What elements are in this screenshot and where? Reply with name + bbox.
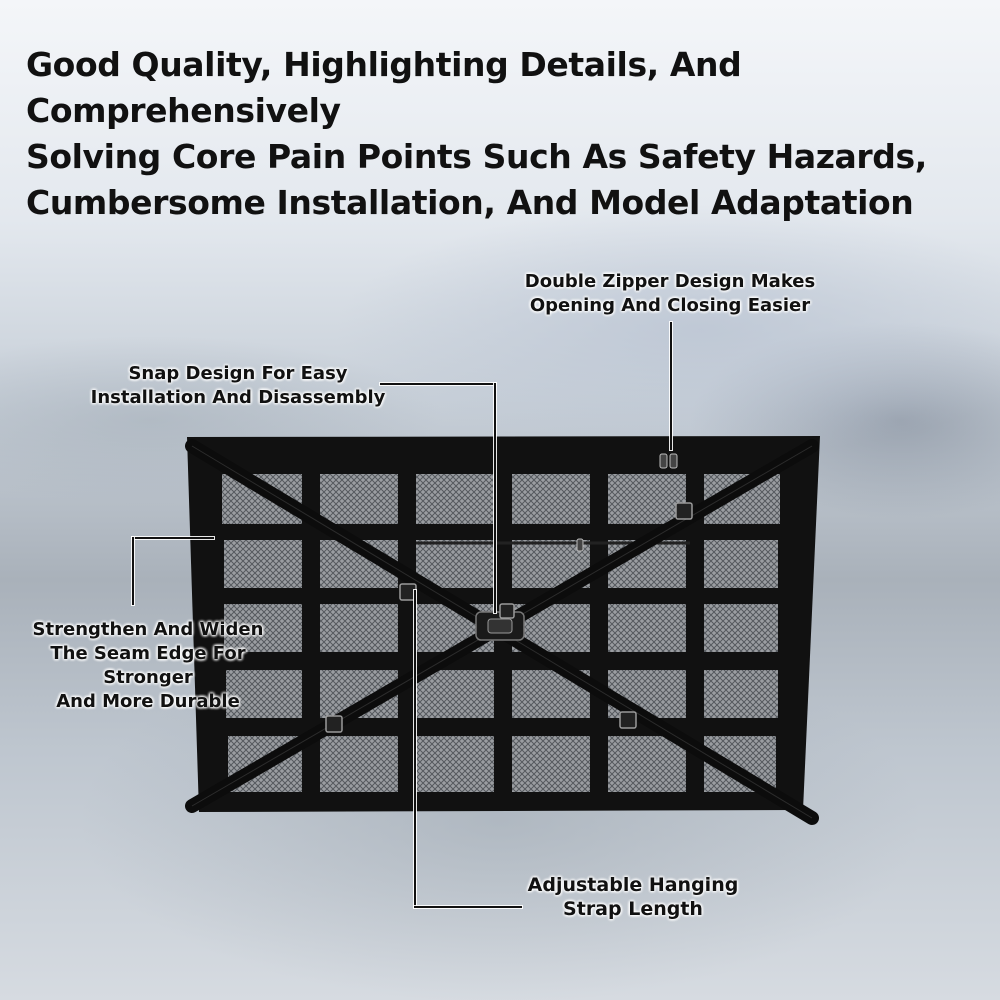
strap-adjuster-icons: [325, 502, 693, 733]
snap-buckle-icon: [475, 611, 525, 641]
zipper-callout-label: Double Zipper Design Makes Opening And C…: [524, 271, 816, 316]
seam-callout-line-v: [132, 537, 134, 605]
seam-callout-label: Strengthen And Widen The Seam Edge For S…: [32, 619, 264, 712]
seam-callout-line-h: [132, 537, 214, 539]
zipper-callout-line: [670, 322, 672, 450]
headline: Good Quality, Highlighting Details, And …: [26, 45, 927, 222]
strap-callout-line-v: [414, 590, 416, 908]
strap-callout-line-h: [414, 906, 522, 908]
mesh-cells: [222, 474, 780, 792]
snap-callout-line-h: [380, 383, 496, 385]
strap-callout-label: Adjustable Hanging Strap Length: [527, 874, 739, 920]
snap-callout-line-v: [494, 383, 496, 613]
zipper-pull-icons: [576, 453, 678, 552]
snap-callout-label: Snap Design For Easy Installation And Di…: [90, 363, 386, 408]
